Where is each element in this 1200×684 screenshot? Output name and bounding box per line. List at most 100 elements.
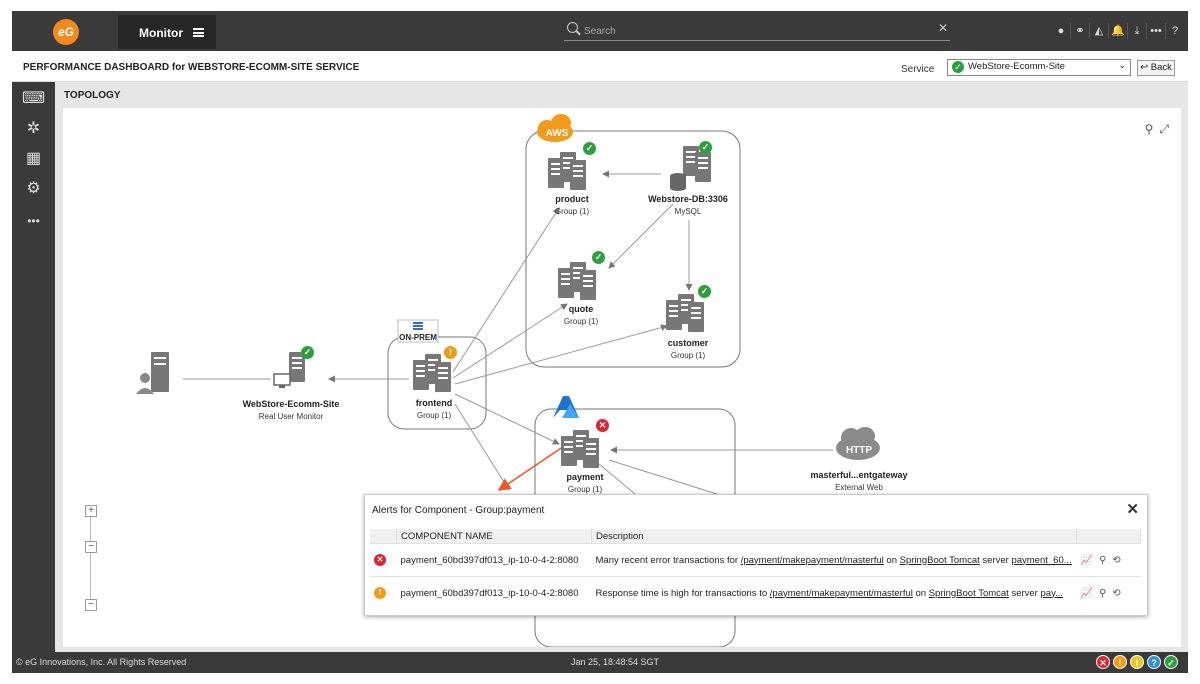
clear-search-icon[interactable]: ✕ xyxy=(937,21,948,35)
sidebar-item-dashboard[interactable]: ⌨ xyxy=(12,84,55,114)
top-bar: eG Monitor ✕ ● ⚭ ◭ 🔔 ⤓ ••• ? xyxy=(12,11,1188,51)
customer-status-ok-icon: ✓ xyxy=(698,285,711,298)
sidebar-item-tiles[interactable]: ▦ xyxy=(12,144,55,174)
service-select-value: WebStore-Ecomm-Site xyxy=(968,61,1065,72)
table-row[interactable]: ✕ payment_60bd397df013_ip-10-0-4-2:8080 … xyxy=(370,543,1141,577)
drilldown-icon[interactable]: ⟲ xyxy=(1112,554,1127,566)
node-sub-customer: Group (1) xyxy=(670,351,706,360)
url-link[interactable]: /payment/makepayment/masterful xyxy=(740,554,884,566)
minor-alerts-icon[interactable]: i xyxy=(1130,655,1144,669)
warning-icon: ! xyxy=(374,587,386,599)
chevron-down-icon: ⌄ xyxy=(1118,60,1126,70)
service-select[interactable]: ✓ WebStore-Ecomm-Site ⌄ xyxy=(947,59,1131,76)
graph-icon[interactable]: 📈 xyxy=(1080,587,1099,599)
http-label: HTTP xyxy=(846,445,872,456)
table-row[interactable]: ! payment_60bd397df013_ip-10-0-4-2:8080 … xyxy=(370,576,1141,609)
topology-title: TOPOLOGY xyxy=(64,90,121,101)
fullscreen-icon[interactable]: ⤢ xyxy=(1159,122,1169,136)
user-server-icon[interactable] xyxy=(136,352,169,394)
azure-icon xyxy=(553,396,579,418)
more-icon: ••• xyxy=(27,214,40,228)
link-icon[interactable]: ⚭ xyxy=(1071,23,1090,39)
sidebar: ⌨ ✲ ▦ ⚙ ••• xyxy=(12,82,55,652)
monitor-settings-icon: ⚙ xyxy=(26,180,41,197)
user-icon[interactable]: ● xyxy=(1052,23,1071,39)
server-type-link[interactable]: SpringBoot Tomcat xyxy=(928,587,1009,599)
frontend-server-icon[interactable] xyxy=(413,354,451,392)
info-alerts-icon[interactable]: ? xyxy=(1147,655,1161,669)
zoom-out-button[interactable]: − xyxy=(85,599,97,611)
zoom-slider[interactable]: + − − xyxy=(85,505,97,611)
row-actions: 📈⚲⟲ xyxy=(1076,576,1141,609)
drilldown-icon[interactable]: ⟲ xyxy=(1112,587,1127,599)
zoom-search-icon[interactable]: ⚲ xyxy=(1144,122,1154,136)
search-icon[interactable]: ⚲ xyxy=(1098,587,1113,599)
hamburger-menu-icon[interactable] xyxy=(193,28,204,37)
back-arrow-icon: ↩ xyxy=(1140,62,1149,73)
major-alerts-icon[interactable]: ! xyxy=(1113,655,1127,669)
service-label: Service xyxy=(901,64,935,75)
product-server-icon[interactable] xyxy=(548,152,586,190)
rum-icon[interactable] xyxy=(273,352,305,388)
customer-server-icon[interactable] xyxy=(666,294,704,332)
component-name: payment_60bd397df013_ip-10-0-4-2:8080 xyxy=(396,576,592,609)
canvas-tools: ⚲ ⤢ xyxy=(1145,122,1169,137)
alert-description: Response time is high for transactions t… xyxy=(591,576,1077,609)
product-status-ok-icon: ✓ xyxy=(583,142,596,155)
node-label-payment: payment xyxy=(566,472,604,482)
timestamp: Jan 25, 18:48:54 SGT xyxy=(571,657,660,667)
zoom-track[interactable] xyxy=(90,517,91,599)
webstore-db-server-icon[interactable] xyxy=(670,146,711,191)
help-icon[interactable]: ? xyxy=(1171,25,1179,37)
graph-icon[interactable]: 📈 xyxy=(1080,554,1099,566)
download-icon[interactable]: ⤓ xyxy=(1128,23,1147,39)
normal-status-icon[interactable]: ✓ xyxy=(1164,655,1178,669)
url-link[interactable]: /payment/makepayment/masterful xyxy=(769,587,913,599)
footer-status-icons: ✕ ! i ? ✓ xyxy=(1096,655,1178,669)
error-icon: ✕ xyxy=(374,554,386,566)
search-icon[interactable]: ⚲ xyxy=(1098,554,1113,566)
bell-icon[interactable]: 🔔 xyxy=(1109,23,1128,39)
close-icon[interactable]: ✕ xyxy=(1126,501,1139,518)
sidebar-item-topology[interactable]: ✲ xyxy=(12,114,55,144)
onprem-icon: ON-PREM xyxy=(397,319,439,343)
rum-status-ok-icon: ✓ xyxy=(301,346,314,359)
quote-server-icon[interactable] xyxy=(558,262,596,300)
server-link[interactable]: pay... xyxy=(1040,587,1064,599)
tiles-icon: ▦ xyxy=(25,150,42,167)
topology-view-icon[interactable]: ◭ xyxy=(1090,23,1109,39)
back-button-label: Back xyxy=(1150,62,1172,73)
payment-server-icon[interactable] xyxy=(561,430,599,468)
node-label-rum: WebStore-Ecomm-Site xyxy=(242,399,340,409)
alert-description: Many recent error transactions for /paym… xyxy=(591,543,1077,577)
search-input[interactable] xyxy=(582,22,916,40)
component-name: payment_60bd397df013_ip-10-0-4-2:8080 xyxy=(396,543,592,577)
http-cloud-icon[interactable]: HTTP xyxy=(836,427,880,460)
monitor-tab[interactable]: Monitor xyxy=(118,15,216,49)
eg-logo[interactable]: eG xyxy=(53,19,79,45)
node-label-gateway: masterful...entgateway xyxy=(810,470,908,480)
more-icon[interactable]: ••• xyxy=(1147,23,1166,39)
node-sub-quote: Group (1) xyxy=(563,317,599,326)
aws-cloud-label: AWS xyxy=(546,128,569,139)
node-sub-payment: Group (1) xyxy=(567,485,603,494)
zoom-in-button[interactable]: + xyxy=(85,505,97,517)
critical-alerts-icon[interactable]: ✕ xyxy=(1096,655,1110,669)
sidebar-item-monitor-settings[interactable]: ⚙ xyxy=(12,174,55,204)
sidebar-item-more[interactable]: ••• xyxy=(12,206,55,236)
server-type-link[interactable]: SpringBoot Tomcat xyxy=(899,554,980,566)
payment-status-error-icon: ✕ xyxy=(596,419,609,432)
check-icon: ✓ xyxy=(952,61,964,73)
column-header-component[interactable]: COMPONENT NAME xyxy=(396,529,592,544)
server-link[interactable]: payment_60... xyxy=(1011,554,1072,566)
search-bar: ✕ xyxy=(564,20,950,41)
top-icons: ● ⚭ ◭ 🔔 ⤓ ••• ? xyxy=(1052,23,1184,39)
node-sub-webstore-db: MySQL xyxy=(674,207,702,216)
column-header-description[interactable]: Description xyxy=(591,529,1077,544)
alerts-panel: Alerts for Component - Group:payment ✕ C… xyxy=(364,494,1148,616)
back-button[interactable]: ↩ Back xyxy=(1137,60,1175,76)
actions-column-header xyxy=(1076,529,1141,544)
node-label-webstore-db: Webstore-DB:3306 xyxy=(648,194,728,204)
zoom-handle[interactable]: − xyxy=(85,541,97,553)
alerts-panel-title: Alerts for Component - Group:payment xyxy=(372,505,545,516)
